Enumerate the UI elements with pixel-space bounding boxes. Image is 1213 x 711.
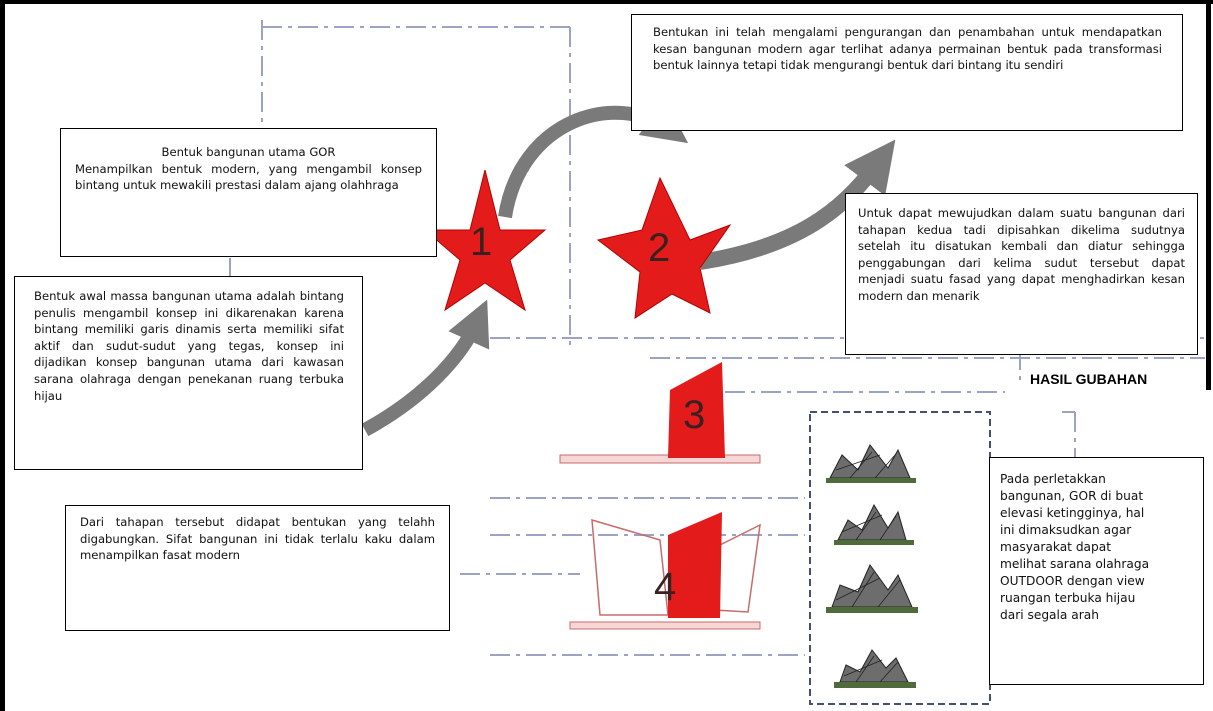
main-form-box: Bentuk bangunan utama GOR Menampilkan be… [60, 128, 437, 257]
reduction-box: Bentukan ini telah mengalami pengurangan… [631, 14, 1183, 131]
reduction-text: Bentukan ini telah mengalami pengurangan… [653, 25, 1162, 73]
combined-box: Dari tahapan tersebut didapat bentukan y… [65, 505, 450, 631]
step-number-3: 3 [683, 393, 706, 437]
initial-mass-text: Bentuk awal massa bangunan utama adalah … [34, 289, 344, 403]
result-thumbnail-3 [826, 564, 918, 613]
arrow-box-to-1 [361, 299, 490, 437]
star-step-1 [423, 169, 547, 312]
step-3-base [559, 454, 761, 464]
step-number-1: 1 [470, 220, 493, 264]
result-thumbnail-1 [826, 444, 916, 483]
step-3-form [668, 362, 725, 458]
separation-text: Untuk dapat mewujudkan dalam suatu bangu… [858, 206, 1185, 303]
combined-text: Dari tahapan tersebut didapat bentukan y… [80, 515, 435, 563]
main-form-text: Menampilkan bentuk modern, yang mengambi… [75, 161, 422, 193]
step-4-form [569, 512, 761, 630]
star-step-2 [596, 176, 732, 319]
step-number-4: 4 [654, 565, 677, 609]
page-frame-right [1206, 0, 1211, 390]
placement-box: Pada perletakkan bangunan, GOR di buat e… [989, 457, 1204, 685]
main-form-title: Bentuk bangunan utama GOR [161, 145, 336, 159]
result-label: HASIL GUBAHAN [1030, 371, 1148, 387]
initial-mass-box: Bentuk awal massa bangunan utama adalah … [14, 276, 363, 470]
result-thumbnail-4 [834, 649, 916, 688]
placement-text: Pada perletakkan bangunan, GOR di buat e… [1000, 472, 1150, 622]
step-number-2: 2 [648, 226, 671, 270]
result-thumbnail-2 [834, 503, 914, 545]
arrow-2-onward [698, 139, 896, 270]
separation-box: Untuk dapat mewujudkan dalam suatu bangu… [845, 193, 1198, 355]
